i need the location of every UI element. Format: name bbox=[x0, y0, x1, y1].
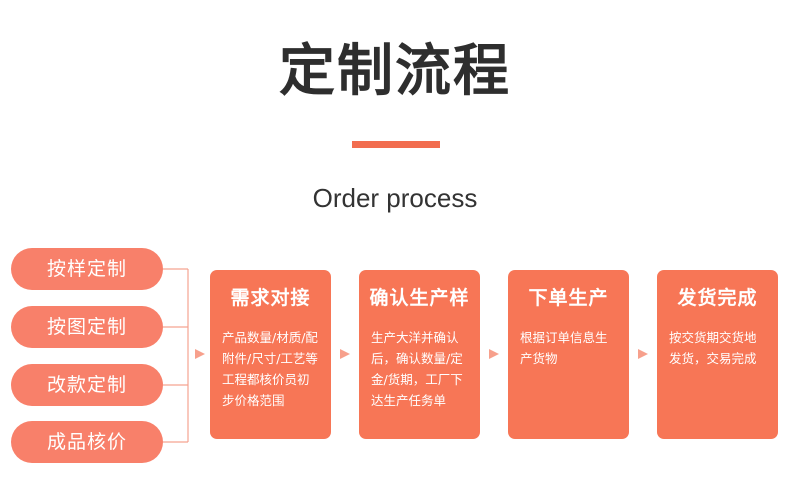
triangle-right-icon bbox=[195, 349, 205, 359]
option-pill-modification[interactable]: 改款定制 bbox=[11, 364, 163, 406]
step-card-delivery: 发货完成 按交货期交货地发货，交易完成 bbox=[657, 270, 778, 439]
triangle-right-icon bbox=[638, 349, 648, 359]
triangle-right-icon bbox=[489, 349, 499, 359]
page-subtitle: Order process bbox=[312, 183, 478, 213]
option-pill-sample[interactable]: 按样定制 bbox=[11, 248, 163, 290]
step-card-requirements: 需求对接 产品数量/材质/配附件/尺寸/工艺等工程都核价员初步价格范围 bbox=[210, 270, 331, 439]
step-description: 生产大洋并确认后，确认数量/定金/货期，工厂下达生产任务单 bbox=[371, 330, 463, 408]
step-title: 发货完成 bbox=[677, 287, 758, 309]
step-card-production: 下单生产 根据订单信息生产货物 bbox=[508, 270, 629, 439]
step-description: 根据订单信息生产货物 bbox=[520, 330, 608, 366]
step-description: 按交货期交货地发货，交易完成 bbox=[669, 330, 757, 366]
step-title: 确认生产样 bbox=[369, 287, 470, 309]
option-pill-drawing[interactable]: 按图定制 bbox=[11, 306, 163, 348]
triangle-right-icon bbox=[340, 349, 350, 359]
step-title: 需求对接 bbox=[230, 287, 311, 309]
step-title: 下单生产 bbox=[528, 287, 609, 309]
connector-lines bbox=[163, 268, 189, 443]
option-pill-pricing[interactable]: 成品核价 bbox=[11, 421, 163, 463]
step-card-confirm-sample: 确认生产样 生产大洋并确认后，确认数量/定金/货期，工厂下达生产任务单 bbox=[359, 270, 480, 439]
step-description: 产品数量/材质/配附件/尺寸/工艺等工程都核价员初步价格范围 bbox=[222, 330, 318, 408]
page-title: 定制流程 bbox=[279, 39, 511, 104]
title-underline bbox=[352, 141, 440, 148]
